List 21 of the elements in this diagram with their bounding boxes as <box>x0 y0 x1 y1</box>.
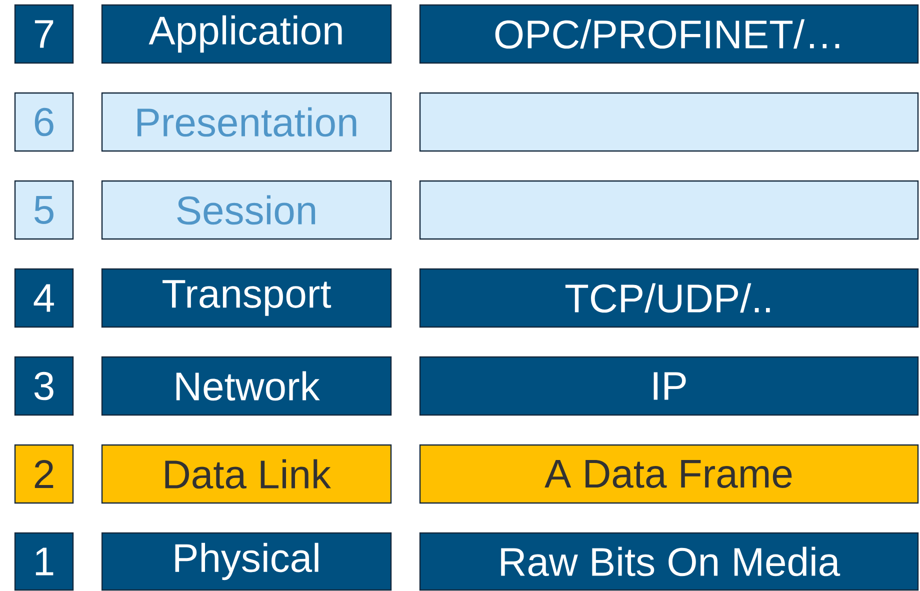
layer-number-box: 6 <box>14 92 74 152</box>
layer-name-box: Network <box>101 356 392 416</box>
protocol-box: A Data Frame <box>419 444 919 504</box>
layer-name-box: Application <box>101 4 392 64</box>
protocol-box: TCP/UDP/.. <box>419 268 919 328</box>
empty-box <box>419 180 919 240</box>
layer-name-box: Session <box>101 180 392 240</box>
layer-name-box: Transport <box>101 268 392 328</box>
layer-name-box: Presentation <box>101 92 392 152</box>
layer-number-box: 1 <box>14 532 74 591</box>
protocol-box: IP <box>419 356 919 416</box>
layer-number-box: 3 <box>14 356 74 416</box>
protocol-box: OPC/PROFINET/… <box>419 4 919 64</box>
layer-number-box: 2 <box>14 444 74 504</box>
protocol-box: Raw Bits On Media <box>419 532 919 591</box>
layer-number-box: 4 <box>14 268 74 328</box>
layer-number-box: 7 <box>14 4 74 64</box>
layer-name-box: Data Link <box>101 444 392 504</box>
empty-box <box>419 92 919 152</box>
layer-number-box: 5 <box>14 180 74 240</box>
layer-name-box: Physical <box>101 532 392 591</box>
